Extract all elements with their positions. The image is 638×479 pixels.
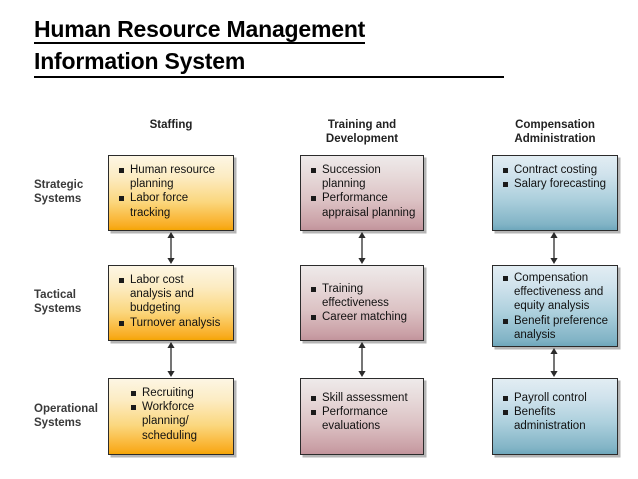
row-label-tactical-line-2: Systems [34,303,82,315]
row-label-strategic-line-2: Systems [34,193,82,205]
column-header-training-line-2: Development [325,133,399,145]
row-label-strategic: Strategic Systems [34,178,108,206]
column-header-staffing: Staffing [108,118,234,132]
list-item: Compensation effectiveness and equity an… [503,271,611,314]
list-item: Turnover analysis [119,316,227,330]
connector-arrow-staffing-strategic-tactical [165,232,177,264]
connector-arrow-compensation-strategic-tactical [548,232,560,264]
page-title: Human Resource Management Information Sy… [34,14,504,78]
list-item: Recruiting [131,386,227,400]
list-item: Succession planning [311,163,417,191]
row-label-operational-line-1: Operational [34,403,98,415]
page-title-line-1: Human Resource Management [34,16,366,44]
list-item: Training effectiveness [311,282,417,310]
connector-arrow-staffing-tactical-operational [165,342,177,377]
connector-arrow-compensation-tactical-operational [548,348,560,377]
row-label-operational-line-2: Systems [34,417,82,429]
cell-strategic-training[interactable]: Succession planning Performance appraisa… [300,155,424,231]
column-header-staffing-line-1: Staffing [149,119,193,131]
list-item: Skill assessment [311,391,417,405]
list-item: Human resource planning [119,163,227,191]
page-title-line-2: Information System [34,46,504,78]
list-item: Labor cost analysis and budgeting [119,273,227,316]
column-header-training: Training and Development [300,118,424,146]
row-label-tactical-line-1: Tactical [34,289,76,301]
column-header-compensation-line-2: Administration [514,133,596,145]
column-header-compensation: Compensation Administration [492,118,618,146]
list-item: Career matching [311,310,417,324]
row-label-strategic-line-1: Strategic [34,179,84,191]
list-item: Performance evaluations [311,405,417,433]
row-label-operational: Operational Systems [34,402,108,430]
list-item: Contract costing [503,163,611,177]
list-item: Benefits administration [503,405,611,433]
list-item: Workforce planning/ scheduling [131,400,227,443]
connector-arrow-training-strategic-tactical [356,232,368,264]
list-item: Salary forecasting [503,177,611,191]
connector-arrow-training-tactical-operational [356,342,368,377]
cell-tactical-staffing[interactable]: Labor cost analysis and budgeting Turnov… [108,265,234,341]
cell-tactical-compensation[interactable]: Compensation effectiveness and equity an… [492,265,618,347]
list-item: Payroll control [503,391,611,405]
list-item: Labor force tracking [119,191,227,219]
cell-operational-compensation[interactable]: Payroll control Benefits administration [492,378,618,455]
cell-operational-staffing[interactable]: Recruiting Workforce planning/ schedulin… [108,378,234,455]
list-item: Benefit preference analysis [503,314,611,342]
row-label-tactical: Tactical Systems [34,288,108,316]
list-item: Performance appraisal planning [311,191,417,219]
cell-strategic-staffing[interactable]: Human resource planning Labor force trac… [108,155,234,231]
column-header-compensation-line-1: Compensation [515,119,595,131]
cell-operational-training[interactable]: Skill assessment Performance evaluations [300,378,424,455]
cell-strategic-compensation[interactable]: Contract costing Salary forecasting [492,155,618,231]
column-header-training-line-1: Training and [327,119,397,131]
cell-tactical-training[interactable]: Training effectiveness Career matching [300,265,424,341]
